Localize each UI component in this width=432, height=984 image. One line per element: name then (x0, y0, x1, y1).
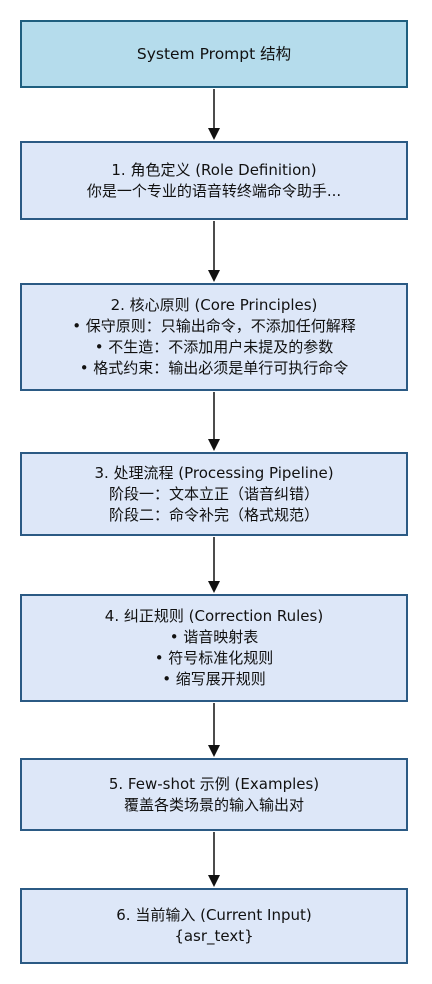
step-5-line-1: 覆盖各类场景的输入输出对 (123, 795, 304, 814)
step-3-line-1: 阶段一：文本立正（谐音纠错） (108, 484, 319, 503)
step-2-title: 2. 核心原则 (Core Principles) (110, 296, 318, 314)
step-2-line-1: • 保守原则：只输出命令，不添加任何解释 (72, 317, 356, 335)
step-4-line-1: • 谐音映射表 (169, 628, 259, 646)
step-1-line-1: 你是一个专业的语音转终端命令助手... (86, 181, 342, 200)
step-4-title: 4. 纠正规则 (Correction Rules) (104, 607, 324, 625)
step-6-box: 6. 当前输入 (Current Input) {asr_text} (20, 888, 408, 964)
step-4-line-2: • 符号标准化规则 (154, 649, 274, 667)
arrow-header-to-step-1 (208, 89, 220, 140)
step-5-title: 5. Few-shot 示例 (Examples) (108, 774, 320, 793)
step-6-title: 6. 当前输入 (Current Input) (116, 906, 312, 924)
step-1-title: 1. 角色定义 (Role Definition) (111, 160, 317, 179)
step-3-line-2: 阶段二：命令补完（格式规范） (108, 505, 319, 524)
step-4-line-3: • 缩写展开规则 (162, 670, 266, 688)
arrow-step-1-to-step-2 (208, 221, 220, 282)
step-5-box: 5. Few-shot 示例 (Examples) 覆盖各类场景的输入输出对 (20, 758, 408, 831)
header-box: System Prompt 结构 (20, 20, 408, 88)
arrow-step-4-to-step-5 (208, 703, 220, 757)
step-3-box: 3. 处理流程 (Processing Pipeline) 阶段一：文本立正（谐… (20, 452, 408, 536)
arrow-step-3-to-step-4 (208, 537, 220, 593)
header-title: System Prompt 结构 (136, 44, 292, 63)
arrow-step-5-to-step-6 (208, 832, 220, 887)
step-6-line-1: {asr_text} (174, 927, 254, 945)
step-4-box: 4. 纠正规则 (Correction Rules) • 谐音映射表 • 符号标… (20, 594, 408, 702)
step-2-box: 2. 核心原则 (Core Principles) • 保守原则：只输出命令，不… (20, 283, 408, 391)
step-2-line-3: • 格式约束：输出必须是单行可执行命令 (79, 359, 349, 377)
step-3-title: 3. 处理流程 (Processing Pipeline) (94, 463, 334, 482)
step-1-box: 1. 角色定义 (Role Definition) 你是一个专业的语音转终端命令… (20, 141, 408, 220)
arrow-step-2-to-step-3 (208, 392, 220, 451)
step-2-line-2: • 不生造：不添加用户未提及的参数 (94, 338, 334, 356)
